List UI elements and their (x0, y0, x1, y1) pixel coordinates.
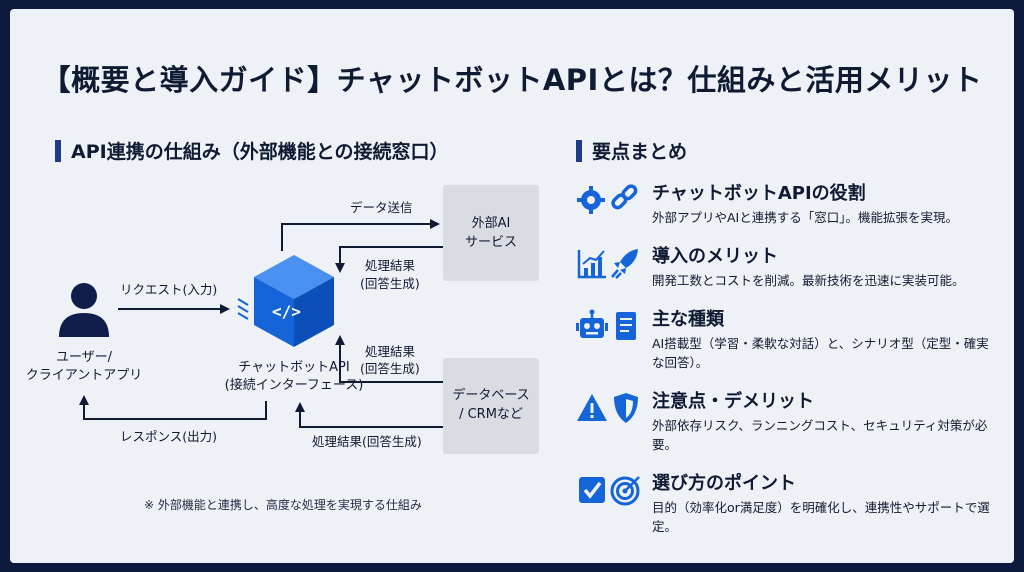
result-ai-label-line2: (回答生成) (360, 276, 420, 291)
point-description: 外部依存リスク、ランニングコスト、セキュリティ対策が必要。 (652, 418, 988, 452)
result-db-label-line2: (回答生成) (360, 361, 420, 376)
point-description: 外部アプリやAIと連携する「窓口」。機能拡張を実現。 (652, 210, 958, 225)
result-db-upper-arrow (335, 335, 443, 383)
heading-accent-bar (576, 140, 582, 162)
diagram-footnote: ※ 外部機能と連携し、高度な処理を実現する仕組み (144, 498, 422, 512)
robot-icon (576, 309, 608, 338)
database-label-line1: データベース (452, 387, 529, 403)
point-icons (579, 476, 640, 506)
request-label: リクエスト(入力) (120, 282, 217, 297)
api-label-line1: チャットボットAPI (238, 360, 349, 375)
data-send-arrow (281, 219, 440, 251)
point-description: 開発工数とコストを削減。最新技術を迅速に実装可能。 (652, 273, 965, 288)
right-section-heading: 要点まとめ (576, 137, 687, 164)
point-title: チャットボットAPIの役割 (652, 183, 866, 204)
chatbot-api-cube-icon: </> (237, 255, 334, 347)
response-arrow (79, 395, 267, 420)
point-icons (577, 393, 638, 423)
point-icons (577, 184, 638, 214)
link-icon (611, 184, 638, 210)
user-label-line2: クライアントアプリ (26, 368, 142, 383)
infographic-panel: 【概要と導入ガイド】チャットボットAPIとは？仕組みと活用メリット API連携の… (10, 9, 1014, 563)
checkbox-icon (579, 477, 605, 503)
right-heading-text: 要点まとめ (592, 141, 688, 163)
growth-chart-icon (577, 250, 606, 279)
result-db-lower-arrow (295, 402, 443, 428)
result-db-label-line1: 処理結果 (365, 344, 416, 359)
heading-accent-bar (55, 140, 61, 162)
database-label-line2: / CRMなど (459, 407, 523, 422)
point-description: 目的（効率化or満足度）を明確化し、連携性やサポートで選定。 (652, 500, 990, 534)
point-description: AI搭載型（学習・柔軟な対話）と、シナリオ型（定型・確実な回答）。 (652, 336, 989, 370)
point-title: 注意点・デメリット (652, 391, 814, 412)
page-title: 【概要と導入ガイド】チャットボットAPIとは？仕組みと活用メリット (41, 63, 983, 97)
user-icon (59, 283, 109, 337)
user-label-line1: ユーザー/ (56, 350, 113, 365)
database-crm-box (443, 358, 539, 454)
left-section-heading: API連携の仕組み（外部機能との接続窓口） (55, 137, 449, 164)
point-title: 選び方のポイント (652, 473, 796, 494)
result-ai-arrowhead (335, 263, 345, 273)
data-send-label: データ送信 (350, 200, 413, 215)
warning-icon (577, 394, 607, 421)
result-db-bottom-label: 処理結果(回答生成) (312, 434, 422, 449)
shield-icon (614, 393, 638, 423)
left-heading-text: API連携の仕組み（外部機能との接続窓口） (71, 141, 449, 163)
external-ai-box (443, 185, 539, 281)
target-icon (610, 476, 640, 506)
external-ai-label-line2: サービス (465, 235, 517, 250)
svg-text:</>: </> (272, 302, 301, 321)
external-ai-label-line1: 外部AI (472, 216, 511, 231)
api-label-line2: (接続インターフェース) (225, 377, 364, 393)
api-flow-diagram: ユーザー/ クライアントアプリ </> チャットボットAPI (接続インターフェ… (26, 185, 539, 454)
gear-icon (577, 186, 605, 214)
point-title: 主な種類 (652, 309, 724, 330)
rocket-icon (611, 249, 638, 279)
point-icons (576, 309, 636, 340)
script-icon (616, 312, 636, 340)
response-label: レスポンス(出力) (120, 429, 217, 444)
result-ai-label-line1: 処理結果 (365, 258, 416, 273)
point-icons (577, 249, 638, 279)
point-title: 導入のメリット (652, 246, 778, 267)
